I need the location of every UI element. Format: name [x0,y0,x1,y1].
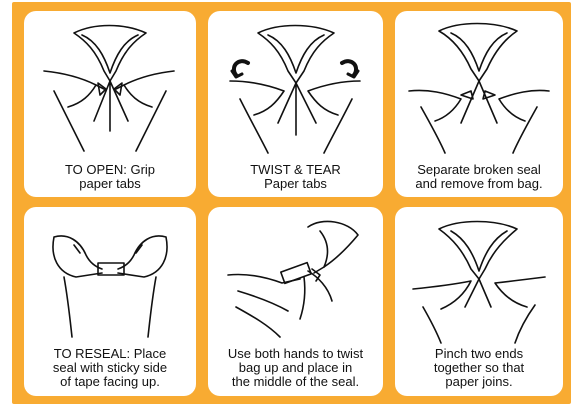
caption-line: Use both hands to twist [212,347,379,361]
caption-line: Separate broken seal [399,163,559,177]
panel-reseal: TO RESEAL: Place seal with sticky side o… [24,207,196,396]
panel-place-caption: Use both hands to twist bag up and place… [212,347,379,389]
instruction-frame: TO OPEN: Grip paper tabs TWIST & TEAR Pa… [12,2,571,404]
caption-line: of tape facing up. [28,375,192,389]
caption-line: TWIST & TEAR [212,163,379,177]
separate-seal-illustration [395,11,563,161]
caption-line: together so that [399,361,559,375]
panel-pinch-caption: Pinch two ends together so that paper jo… [399,347,559,389]
reseal-tape-illustration [24,207,196,347]
grip-tabs-illustration [24,11,196,161]
panel-grip-caption: TO OPEN: Grip paper tabs [28,163,192,191]
caption-line: TO RESEAL: Place [28,347,192,361]
caption-line: bag up and place in [212,361,379,375]
panel-grip: TO OPEN: Grip paper tabs [24,11,196,197]
caption-line: seal with sticky side [28,361,192,375]
panel-twist-caption: TWIST & TEAR Paper tabs [212,163,379,191]
caption-line: Pinch two ends [399,347,559,361]
twist-and-place-illustration [208,207,383,347]
panel-reseal-caption: TO RESEAL: Place seal with sticky side o… [28,347,192,389]
caption-line: paper joins. [399,375,559,389]
caption-line: paper tabs [28,177,192,191]
caption-line: and remove from bag. [399,177,559,191]
caption-line: TO OPEN: Grip [28,163,192,177]
panel-twist: TWIST & TEAR Paper tabs [208,11,383,197]
pinch-ends-illustration [395,207,563,347]
panel-pinch: Pinch two ends together so that paper jo… [395,207,563,396]
panel-separate-caption: Separate broken seal and remove from bag… [399,163,559,191]
caption-line: Paper tabs [212,177,379,191]
twist-tear-illustration [208,11,383,161]
panel-place: Use both hands to twist bag up and place… [208,207,383,396]
caption-line: the middle of the seal. [212,375,379,389]
panel-separate: Separate broken seal and remove from bag… [395,11,563,197]
